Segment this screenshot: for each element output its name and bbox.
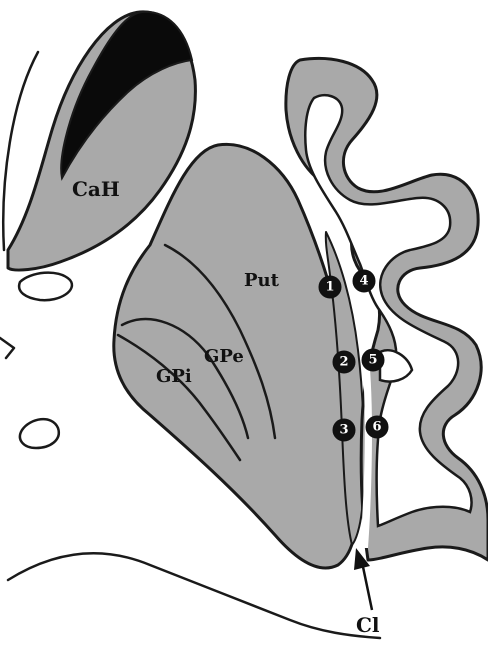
left-edge-notch — [0, 338, 14, 358]
svg-text:1: 1 — [325, 280, 334, 295]
marker-4: 4 — [353, 270, 375, 292]
svg-text:3: 3 — [339, 423, 348, 438]
putamen-label: Put — [244, 270, 280, 291]
caudate-head-label: CaH — [72, 177, 120, 201]
gpi-label: GPi — [156, 366, 192, 387]
small-island-left — [20, 419, 59, 448]
marker-2: 2 — [333, 351, 355, 373]
marker-5: 5 — [362, 349, 384, 371]
svg-text:5: 5 — [368, 353, 377, 368]
svg-text:6: 6 — [372, 420, 381, 435]
svg-text:4: 4 — [359, 274, 368, 289]
marker-1: 1 — [319, 276, 341, 298]
gpe-label: GPe — [204, 346, 244, 367]
marker-3: 3 — [333, 419, 355, 441]
svg-text:2: 2 — [339, 355, 348, 370]
caudate-notch — [19, 273, 72, 301]
marker-6: 6 — [366, 416, 388, 438]
claustrum-label: Cl — [356, 613, 380, 637]
